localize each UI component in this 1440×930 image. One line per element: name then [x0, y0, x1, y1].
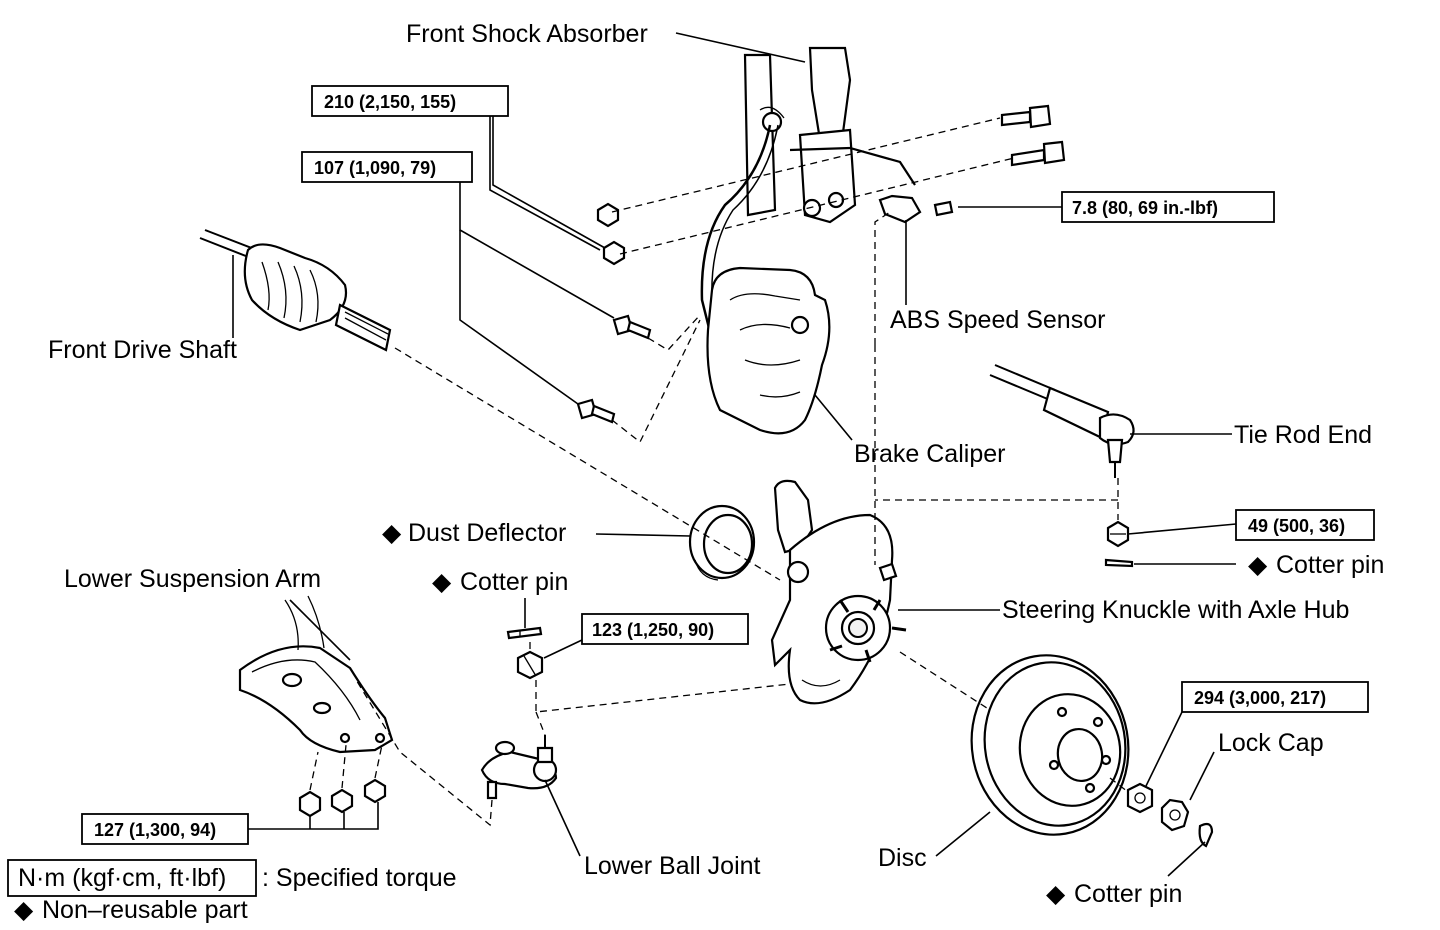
- lock-cap: [1160, 798, 1190, 832]
- label-front-shock-absorber: Front Shock Absorber: [406, 20, 648, 48]
- legend-unit-box: N·m (kgf·cm, ft·lbf): [18, 864, 226, 892]
- torque-shock-lower-box: 107 (1,090, 79): [301, 151, 473, 183]
- caliper-bolt-lower: [576, 398, 616, 424]
- legend: N·m (kgf·cm, ft·lbf) : Specified torque …: [7, 859, 457, 924]
- abs-speed-sensor: [878, 194, 954, 224]
- ball-joint-nut: [516, 650, 544, 680]
- label-disc: Disc: [878, 844, 927, 872]
- torque-shock-lower: 107 (1,090, 79): [314, 158, 436, 178]
- torque-tie-rod: 49 (500, 36): [1248, 516, 1345, 536]
- axle-cotter-pin: [1198, 822, 1214, 848]
- disc: [970, 654, 1130, 836]
- leader-lines: [232, 32, 1237, 877]
- label-front-drive-shaft: Front Drive Shaft: [48, 336, 237, 364]
- label-brake-caliper: Brake Caliper: [854, 440, 1005, 468]
- label-lower-ball-joint: Lower Ball Joint: [584, 852, 761, 880]
- nonreusable-mark-ball-joint-cotter: ◆: [432, 568, 452, 596]
- shock-nut-upper: [596, 202, 620, 228]
- nonreusable-mark-dust-deflector: ◆: [382, 519, 402, 547]
- torque-tie-rod-box: 49 (500, 36): [1235, 509, 1375, 541]
- tie-rod-cotter-pin: [1104, 558, 1134, 568]
- label-cotter-pin-top: Cotter pin: [460, 568, 568, 596]
- front-drive-shaft: [199, 229, 392, 352]
- label-tie-rod-end: Tie Rod End: [1234, 421, 1372, 449]
- legend-nonreusable-mark: ◆: [14, 896, 34, 924]
- label-cotter-pin-bottom: Cotter pin: [1074, 880, 1182, 908]
- torque-shock-upper: 210 (2,150, 155): [324, 92, 456, 112]
- shock-bolt-upper: [1000, 104, 1052, 129]
- brake-hose: [700, 124, 916, 341]
- torque-arm-bolts: 127 (1,300, 94): [94, 820, 216, 840]
- nonreusable-mark-tie-rod-cotter: ◆: [1248, 551, 1268, 579]
- torque-shock-upper-box: 210 (2,150, 155): [311, 85, 509, 117]
- legend-nonreusable: Non–reusable part: [42, 896, 248, 924]
- brake-caliper: [706, 266, 831, 435]
- label-dust-deflector: Dust Deflector: [408, 519, 566, 547]
- assembly-lines: [309, 117, 1129, 827]
- shock-bolt-lower: [1010, 140, 1066, 167]
- label-lower-suspension-arm: Lower Suspension Arm: [64, 565, 321, 593]
- label-steering-knuckle: Steering Knuckle with Axle Hub: [1002, 596, 1349, 624]
- dust-deflector: [688, 504, 756, 581]
- torque-abs-sensor: 7.8 (80, 69 in.-lbf): [1072, 198, 1218, 218]
- label-lock-cap: Lock Cap: [1218, 729, 1324, 757]
- torque-axle-nut-box: 294 (3,000, 217): [1181, 681, 1369, 713]
- torque-ball-joint: 123 (1,250, 90): [592, 620, 714, 640]
- shock-nut-lower: [602, 240, 626, 266]
- torque-axle-nut: 294 (3,000, 217): [1194, 688, 1326, 708]
- label-abs-speed-sensor: ABS Speed Sensor: [890, 306, 1105, 334]
- steering-knuckle: [770, 479, 907, 705]
- ball-joint-cotter-pin: [506, 626, 543, 640]
- arm-bolt-1: [298, 790, 322, 818]
- axle-nut: [1126, 782, 1154, 814]
- tie-rod-end: [989, 364, 1135, 478]
- tie-rod-nut: [1106, 520, 1130, 548]
- arm-nut-3: [363, 778, 387, 804]
- front-shock-absorber: [743, 46, 857, 224]
- arm-nut-2: [330, 788, 354, 814]
- label-cotter-pin-right: Cotter pin: [1276, 551, 1384, 579]
- lower-ball-joint: [480, 735, 558, 800]
- caliper-bolt-upper: [612, 314, 652, 340]
- torque-ball-joint-box: 123 (1,250, 90): [581, 613, 749, 645]
- legend-unit-desc: : Specified torque: [262, 864, 457, 892]
- lower-suspension-arm: [238, 595, 394, 754]
- torque-abs-sensor-box: 7.8 (80, 69 in.-lbf): [1061, 191, 1275, 223]
- nonreusable-mark-axle-cotter: ◆: [1046, 880, 1066, 908]
- torque-arm-bolts-box: 127 (1,300, 94): [81, 813, 249, 845]
